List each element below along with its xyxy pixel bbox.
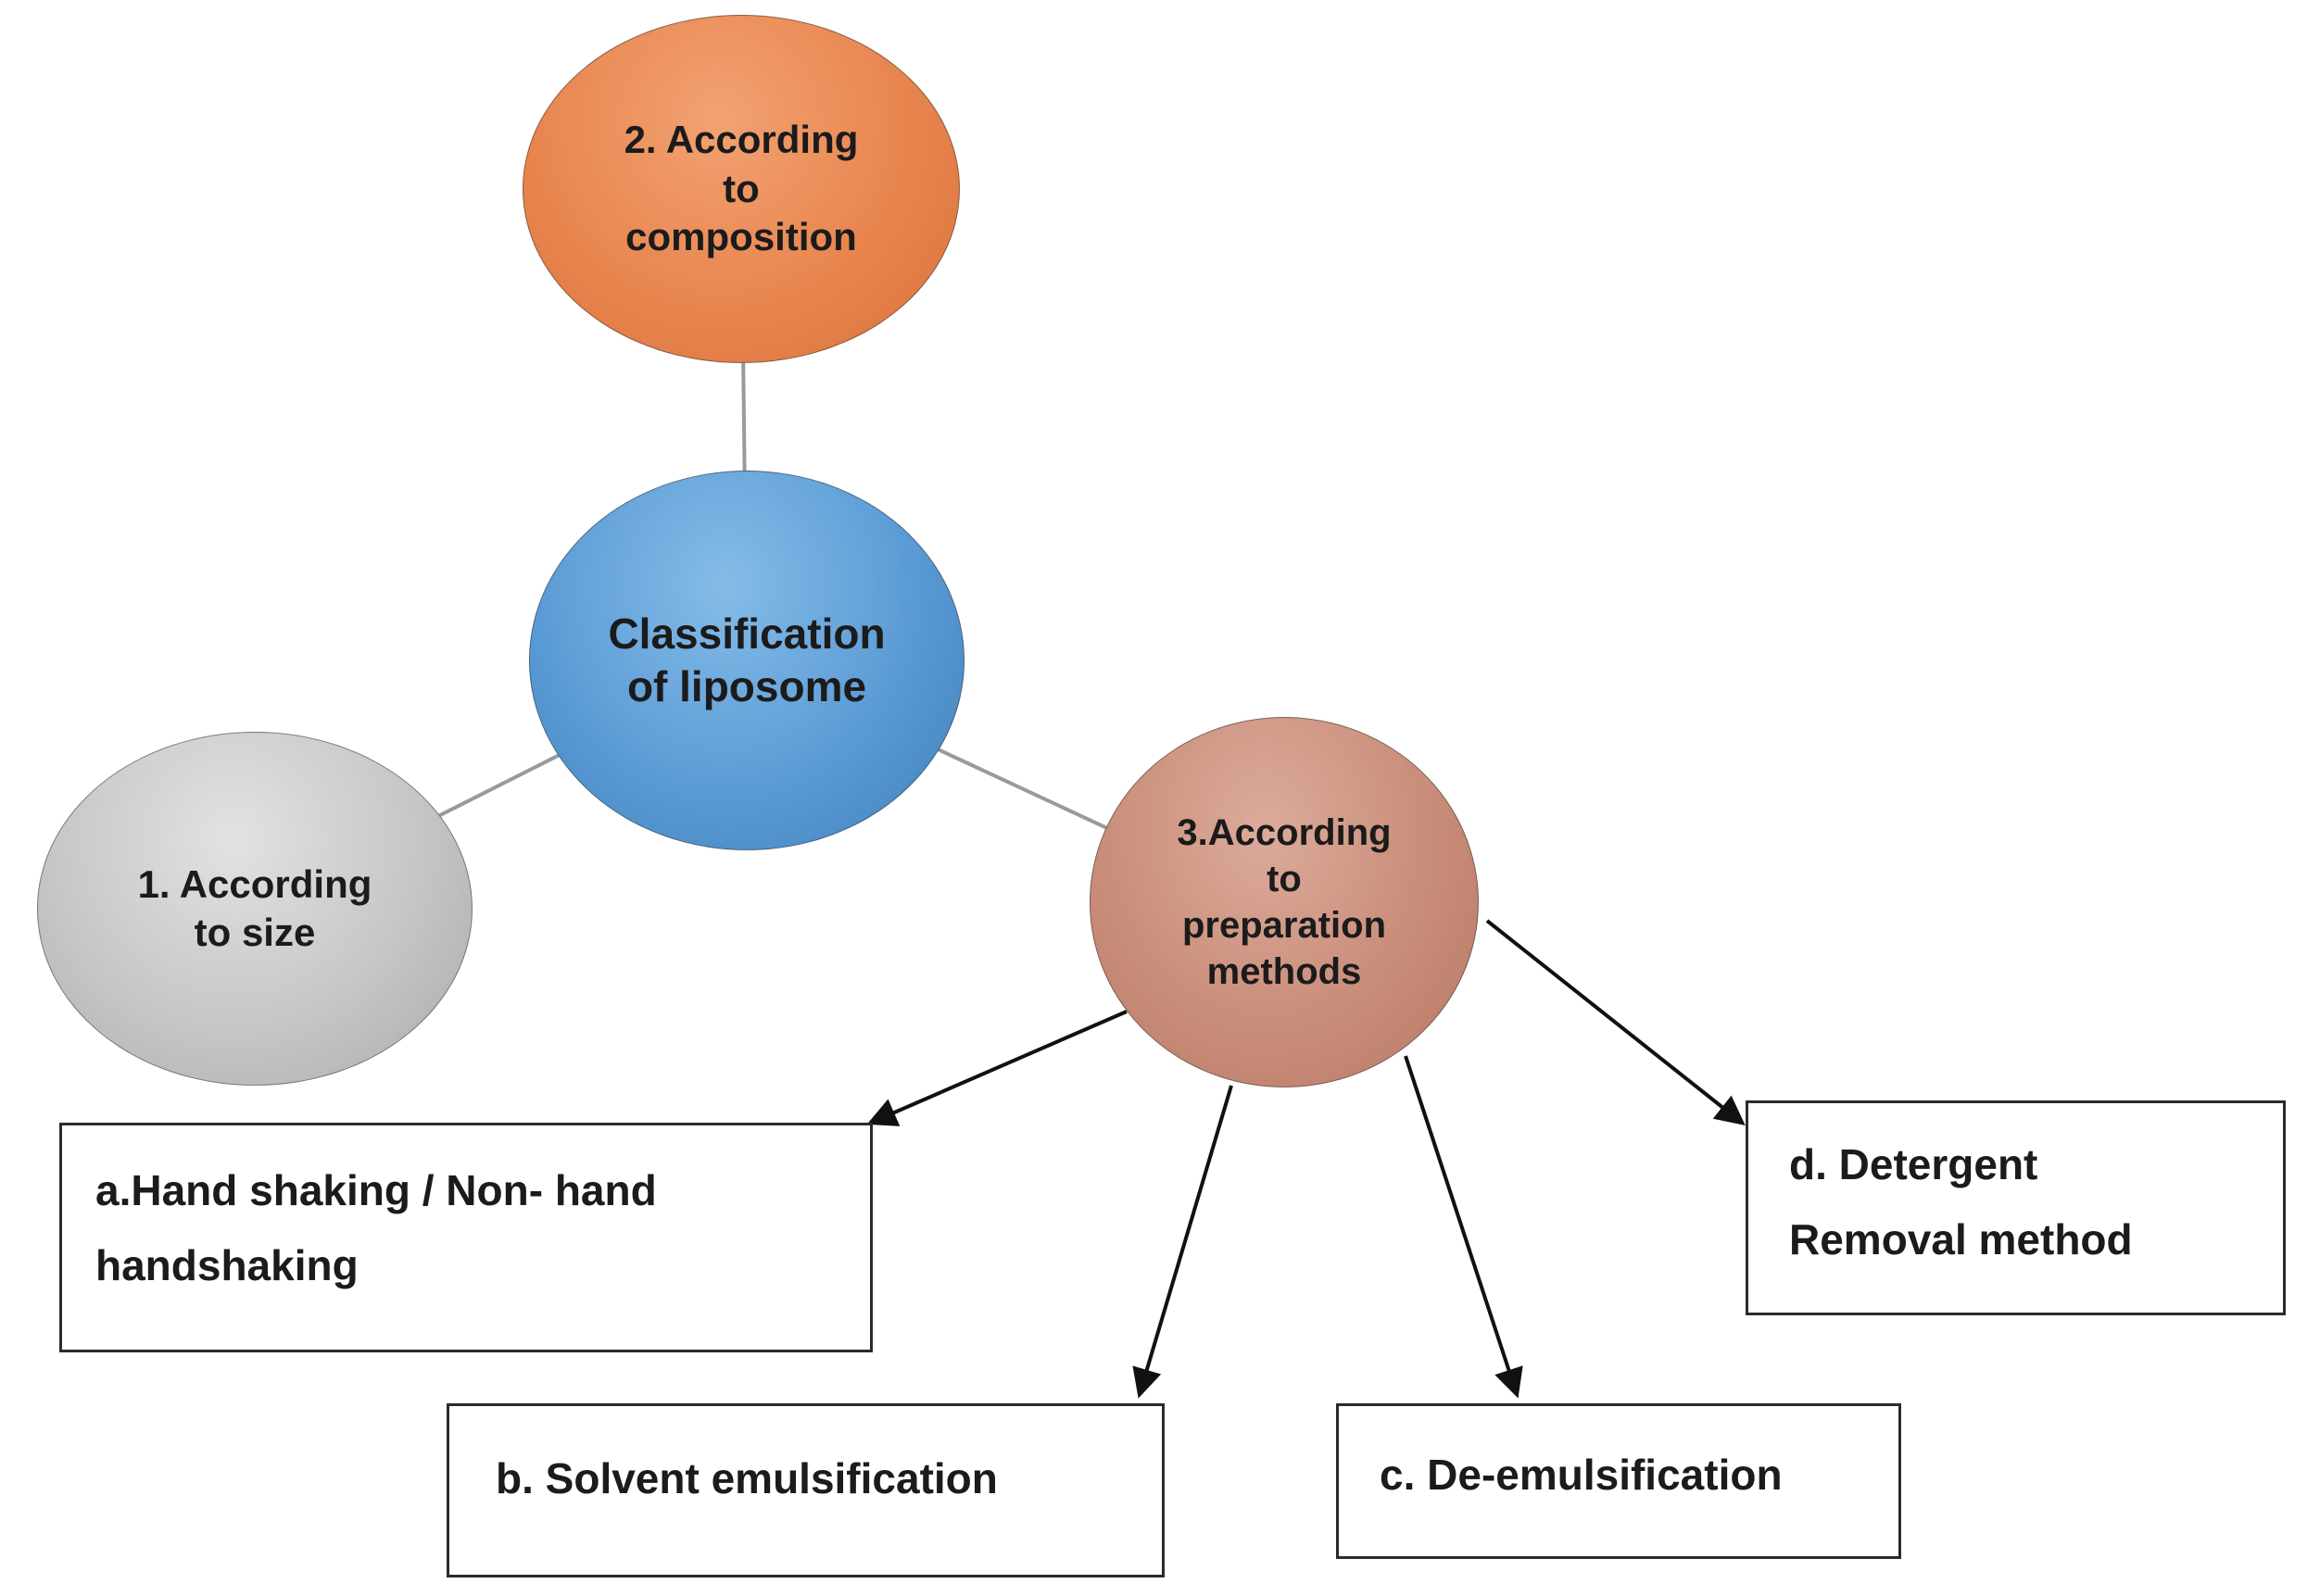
arrow-to-hand-shaking-box	[866, 1010, 1128, 1126]
arrow-to-solvent-emulsification-box	[1132, 1085, 1233, 1399]
node-according-to-composition: 2. According to composition	[523, 15, 960, 363]
arrow-to-de-emulsification-box	[1404, 1055, 1523, 1399]
box-de-emulsification-method: c. De-emulsification	[1336, 1403, 1901, 1559]
arrow-to-detergent-removal-box	[1485, 919, 1746, 1125]
node-according-to-size: 1. According to size	[37, 732, 473, 1086]
box-hand-shaking-method: a.Hand shaking / Non- hand handshaking	[59, 1123, 873, 1352]
box-detergent-removal-method: d. Detergent Removal method	[1746, 1100, 2286, 1315]
box-solvent-emulsification-method: b. Solvent emulsification	[447, 1403, 1165, 1577]
node-classification-of-liposome: Classification of liposome	[529, 471, 965, 850]
node-according-to-preparation-methods: 3.According to preparation methods	[1090, 717, 1479, 1087]
